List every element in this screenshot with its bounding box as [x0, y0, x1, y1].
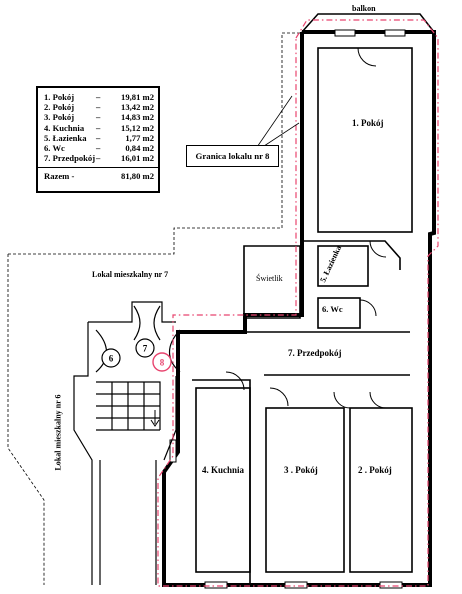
- legend-row-3: 3. Pokój–14,83 m2: [44, 112, 154, 123]
- legend-row-6: 6. Wc–0,84 m2: [44, 142, 154, 153]
- label-balkon: balkon: [352, 4, 376, 13]
- inner-walls: [178, 47, 413, 585]
- label-swietlik: Świetlik: [256, 274, 283, 283]
- label-room2: 2 . Pokój: [358, 465, 392, 475]
- legend-row-1: 1. Pokój–19,81 m2: [44, 92, 154, 102]
- legend-row-7: 7. Przedpokój–16,01 m2: [44, 153, 154, 164]
- legend-total: Razem -81,80 m2: [44, 171, 154, 182]
- legend-divider: [38, 167, 158, 169]
- label-room3: 3 . Pokój: [284, 465, 318, 475]
- label-room6: 6. Wc: [322, 304, 343, 314]
- label-room7: 7. Przedpokój: [288, 348, 342, 358]
- legend-row-2: 2. Pokój–13,42 m2: [44, 102, 154, 113]
- label-room4: 4. Kuchnia: [202, 465, 245, 475]
- circle-8-label: 8: [160, 358, 165, 368]
- circle-6: [101, 348, 121, 368]
- boundary-callout: Granica lokalu nr 8: [186, 145, 279, 167]
- label-room5: 5. Łazienka: [318, 244, 343, 284]
- unit-8-boundary: [157, 19, 439, 587]
- neighbour-outline: [8, 32, 302, 255]
- legend-row-5: 5. Łazienka–1,77 m2: [44, 132, 154, 143]
- outer-walls: [162, 13, 436, 587]
- label-room1: 1. Pokój: [352, 118, 384, 128]
- callout-leader-1: [254, 95, 293, 151]
- windows: [169, 29, 406, 589]
- label-lokal6: Lokal mieszkalny nr 6: [53, 394, 63, 471]
- neighbour-outline-left: [7, 254, 45, 585]
- door-arcs: [225, 47, 387, 409]
- legend-row-4: 4. Kuchnia–15,12 m2: [44, 122, 154, 133]
- circle-6-label: 6: [109, 354, 114, 364]
- circle-7: [135, 338, 155, 358]
- label-lokal7: Lokal mieszkalny nr 7: [92, 270, 169, 279]
- area-legend: 1. Pokój–19,81 m2 2. Pokój–13,42 m2 3. P…: [36, 86, 160, 193]
- circle-8: [152, 352, 172, 372]
- circle-7-label: 7: [143, 344, 148, 354]
